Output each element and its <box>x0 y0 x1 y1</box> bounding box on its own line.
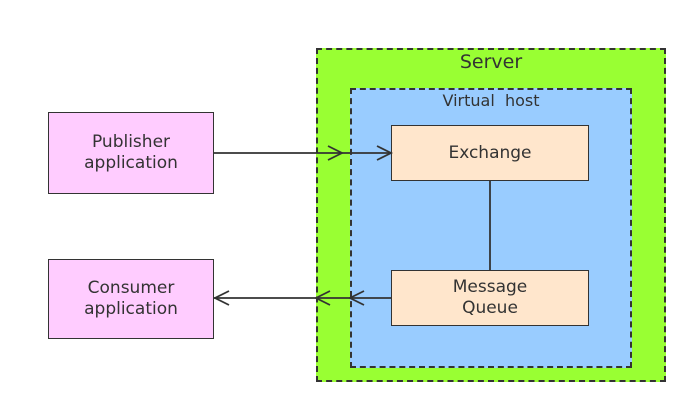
consumer-application-node: Consumer application <box>48 259 214 339</box>
message-queue-node: Message Queue <box>391 270 589 326</box>
arrowhead-at-exchange <box>376 145 394 161</box>
consumer-application-label: Consumer application <box>84 278 178 319</box>
arrowhead-at-server-border-left <box>313 290 331 306</box>
publisher-application-node: Publisher application <box>48 112 214 194</box>
exchange-label: Exchange <box>448 142 532 163</box>
message-queue-label: Message Queue <box>452 277 528 318</box>
arrowhead-at-consumer <box>212 290 230 306</box>
publisher-application-label: Publisher application <box>84 132 178 173</box>
virtual-host-label: Virtual host <box>442 91 540 110</box>
exchange-node: Exchange <box>391 125 589 181</box>
arrowhead-at-virtual-host-border <box>347 290 365 306</box>
arrowhead-at-server-border <box>327 145 345 161</box>
server-label: Server <box>459 51 523 73</box>
